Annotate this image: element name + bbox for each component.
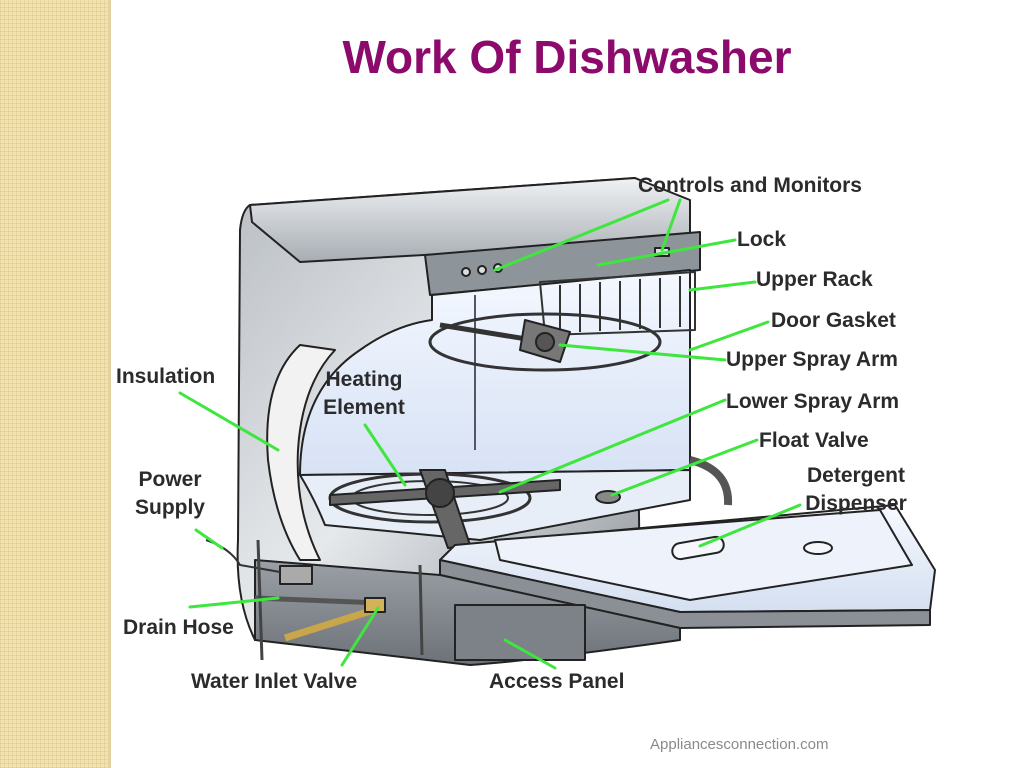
upper-rack	[539, 271, 696, 336]
leader-drain-hose	[188, 596, 280, 609]
control-button-1	[461, 267, 471, 277]
source-credit: Appliancesconnection.com	[650, 736, 829, 753]
label-insulation: Insulation	[116, 365, 216, 388]
tub-floor	[299, 469, 691, 541]
label-heating-line2: Element	[323, 396, 405, 419]
label-lower-spray-arm: Lower Spray Arm	[726, 390, 900, 413]
leader-door-gasket	[688, 320, 770, 352]
water-inlet-valve-body	[364, 597, 386, 613]
label-detergent-line1: Detergent	[806, 464, 906, 487]
lower-spray-arm	[329, 469, 561, 549]
leader-insulation	[178, 391, 280, 452]
label-controls-and-monitors: Controls and Monitors	[638, 174, 862, 197]
access-panel	[454, 604, 586, 661]
leader-access-panel	[503, 638, 557, 670]
control-button-2	[477, 265, 487, 275]
leader-controls-a	[493, 198, 670, 272]
decorative-side-band	[0, 0, 111, 768]
leader-controls-b	[660, 198, 682, 252]
label-heating-element: Heating Element	[314, 366, 414, 422]
door-gasket	[688, 456, 733, 506]
label-power-line1: Power	[138, 468, 202, 491]
label-door-gasket: Door Gasket	[771, 309, 896, 332]
leader-power-supply	[194, 528, 224, 550]
tub-interior	[299, 269, 691, 476]
label-upper-spray-arm: Upper Spray Arm	[726, 348, 898, 371]
leader-lock	[596, 238, 737, 267]
leader-detergent	[698, 503, 802, 548]
leader-heating-element	[363, 423, 407, 487]
label-lock: Lock	[737, 228, 787, 251]
water-inlet-pipe	[283, 604, 382, 642]
label-water-inlet-valve: Water Inlet Valve	[191, 670, 358, 693]
leader-upper-spray-arm	[558, 343, 727, 362]
label-power-line2: Supply	[134, 496, 205, 519]
label-float-valve: Float Valve	[759, 429, 869, 452]
leader-lower-spray-arm	[498, 398, 727, 494]
leader-float-valve	[610, 438, 759, 497]
label-drain-hose: Drain Hose	[123, 616, 234, 639]
dishwasher-illustration	[205, 177, 936, 666]
upper-spray-arm	[428, 312, 662, 372]
leader-lines	[178, 198, 802, 670]
label-access-panel: Access Panel	[489, 670, 625, 693]
insulation-cutaway	[266, 344, 336, 561]
control-panel	[424, 231, 701, 296]
label-upper-rack: Upper Rack	[756, 268, 873, 291]
label-detergent-dispenser: Detergent Dispenser	[796, 462, 916, 518]
frame-leg-mid	[418, 564, 424, 656]
label-detergent-line2: Dispenser	[805, 492, 907, 515]
leader-upper-rack	[688, 280, 757, 292]
leader-water-inlet	[340, 606, 380, 667]
power-junction-box	[279, 565, 313, 585]
rinse-aid-cap	[803, 541, 833, 555]
label-power-supply: Power Supply	[124, 466, 216, 522]
label-heating-line1: Heating	[325, 368, 403, 391]
page-title: Work Of Dishwasher	[342, 31, 792, 83]
